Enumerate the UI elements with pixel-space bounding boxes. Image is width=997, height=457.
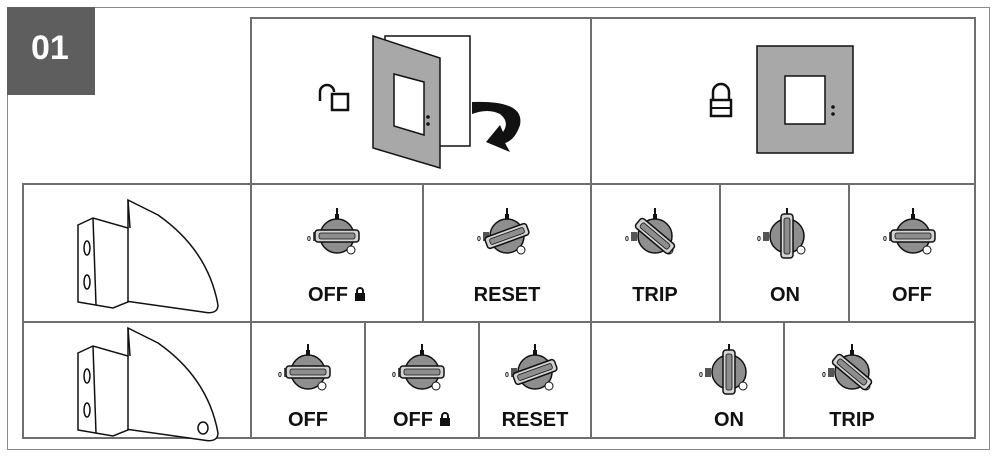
rotary-handle-dial: 0 [392,344,445,391]
rotary-handle-dial: 0 [699,344,748,395]
svg-text:0: 0 [505,372,509,379]
svg-text:0: 0 [699,372,703,379]
rotary-handle-dial: 0 [625,208,676,255]
state-label-row2-1: OFF [288,409,328,431]
svg-text:0: 0 [392,372,396,379]
instruction-frame [7,7,990,450]
rotary-handle-dial: 0 [822,344,873,391]
state-label-row2-3: RESET [501,409,569,431]
rotary-handle-dial: 0 [883,208,936,255]
cabinet-door-closed [756,45,854,154]
svg-text:0: 0 [477,236,481,243]
rotary-handle-dial: 0 [505,344,558,391]
state-label-row1-2: RESET [473,284,541,306]
svg-text:0: 0 [883,236,887,243]
state-label-row2-5: TRIP [829,409,875,431]
state-label-row2-4: ON [714,409,744,431]
lock-icon [439,410,451,433]
closed-padlock-icon [709,82,733,118]
rotary-handle-dial: 0 [278,344,331,391]
mounting-bracket [77,326,219,442]
rotary-handle-dial: 0 [757,208,806,259]
state-label-row2-2: OFF [393,409,451,433]
svg-text:0: 0 [307,236,311,243]
lock-icon [354,285,366,308]
rotary-handle-dial: 0 [307,208,360,255]
svg-text:0: 0 [822,372,826,379]
rotary-handle-dial: 0 [477,208,530,255]
mounting-bracket [77,198,219,314]
state-label-row1-1: OFF [308,284,366,308]
rotate-arrow-icon [472,101,521,152]
svg-text:0: 0 [757,236,761,243]
open-padlock-icon [318,83,350,112]
svg-text:0: 0 [278,372,282,379]
handle-cell-row2-5 [783,321,976,439]
state-label-row1-5: OFF [892,284,932,306]
state-label-row1-4: ON [770,284,800,306]
step-number-badge: 01 [7,7,95,95]
state-label-row1-3: TRIP [632,284,678,306]
cabinet-door-open [372,34,471,170]
svg-text:0: 0 [625,236,629,243]
